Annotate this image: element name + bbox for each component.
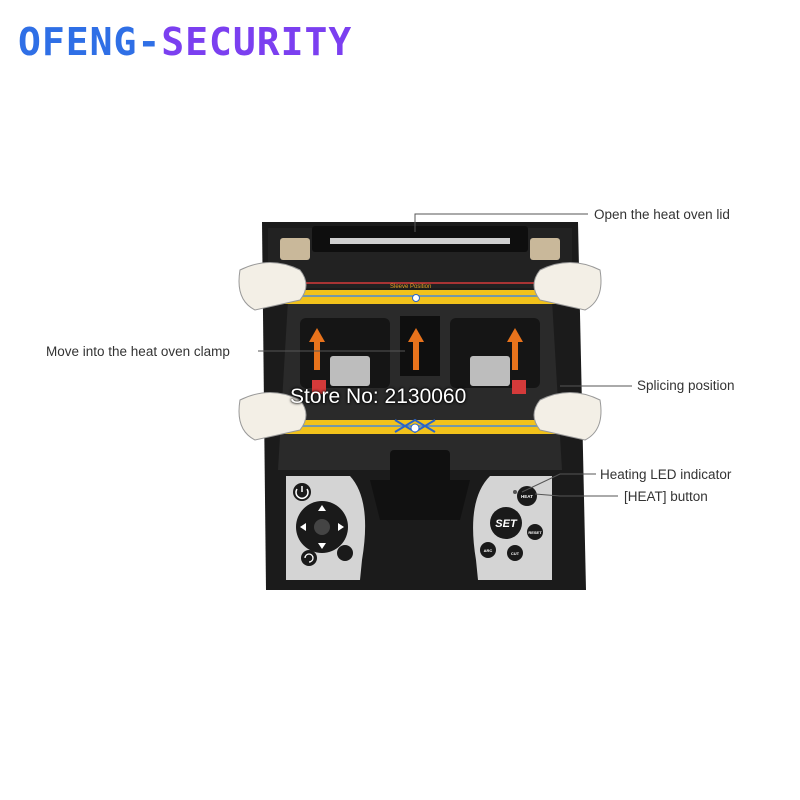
upper-sleeve-strip: Sleeve Position bbox=[255, 282, 585, 304]
set-button-label: SET bbox=[495, 518, 518, 530]
arrow-up-icon bbox=[507, 328, 523, 370]
store-watermark: Store No: 2130060 bbox=[290, 385, 467, 408]
cut-button-label: CUT bbox=[511, 551, 520, 556]
reset-button-label: RESET bbox=[528, 530, 542, 535]
set-button[interactable] bbox=[490, 507, 522, 539]
brand-part-1: OFENG- bbox=[18, 20, 162, 64]
left-control-panel bbox=[286, 476, 366, 580]
arrow-up-icon bbox=[408, 328, 424, 370]
move-up-arrows bbox=[309, 328, 523, 370]
back-button[interactable] bbox=[301, 550, 317, 566]
callout-heat-oven-lid: Open the heat oven lid bbox=[594, 207, 730, 222]
arc-button[interactable] bbox=[480, 542, 496, 558]
callout-splicing-position: Splicing position bbox=[637, 378, 735, 393]
heat-button[interactable] bbox=[517, 486, 537, 506]
arc-button-label: ARC bbox=[484, 548, 493, 553]
callout-heating-led: Heating LED indicator bbox=[600, 467, 732, 482]
hand-illustrations bbox=[238, 262, 602, 441]
back-icon bbox=[304, 553, 314, 563]
power-icon bbox=[295, 486, 309, 499]
sleeve-position-label: Sleeve Position bbox=[390, 284, 431, 290]
heating-led-indicator bbox=[513, 490, 517, 494]
brand-logo: OFENG-SECURITY bbox=[18, 20, 352, 64]
heat-button-label: HEAT bbox=[521, 494, 533, 499]
callout-heat-button: [HEAT] button bbox=[624, 489, 708, 504]
arrow-up-icon bbox=[309, 328, 325, 370]
brand-part-2: SECURITY bbox=[161, 20, 353, 64]
callout-leader-lines bbox=[258, 213, 632, 497]
left-round-button[interactable] bbox=[337, 545, 353, 561]
reset-button[interactable] bbox=[527, 524, 543, 540]
callout-heat-oven-clamp: Move into the heat oven clamp bbox=[46, 344, 230, 359]
dpad-icon bbox=[314, 519, 330, 535]
lower-sleeve-strip bbox=[255, 418, 585, 434]
right-control-panel: HEAT SET RESET ARC CUT bbox=[473, 476, 552, 580]
cut-button[interactable] bbox=[507, 545, 523, 561]
